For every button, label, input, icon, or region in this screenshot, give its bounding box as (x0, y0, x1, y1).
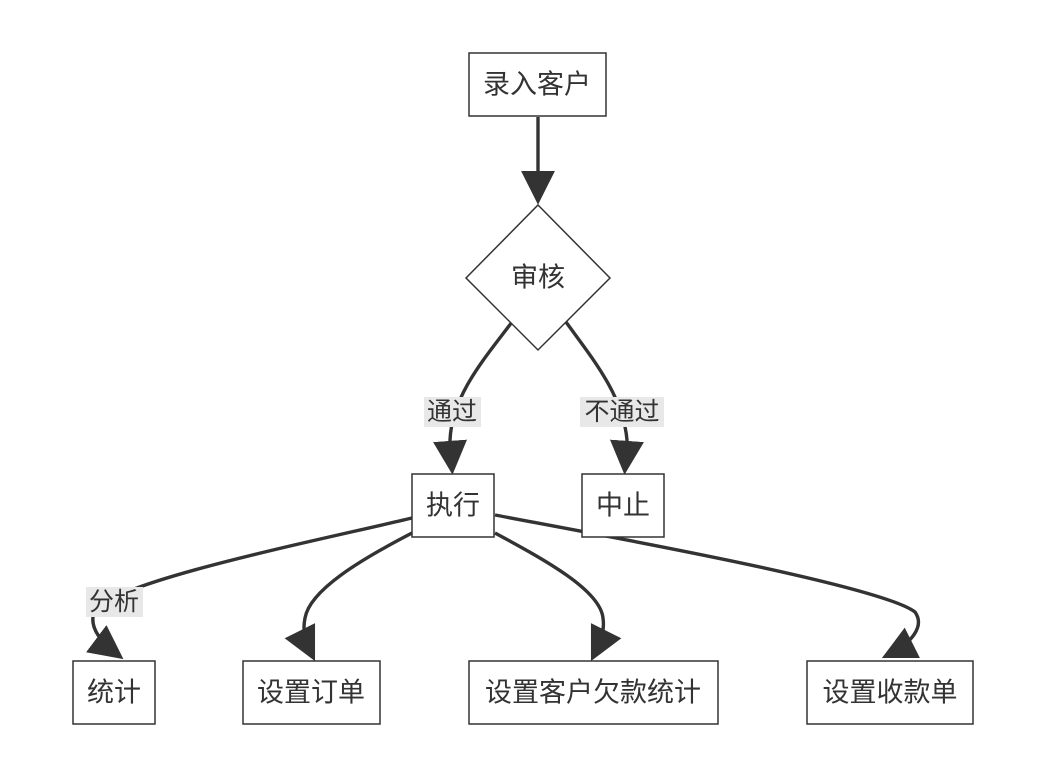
node-execute: 执行 (411, 473, 495, 538)
node-set-order-text: 设置订单 (257, 678, 365, 709)
edge-review-to-stop (564, 321, 644, 475)
edge-label-analyze: 分析 (86, 587, 143, 617)
edge-label-pass: 通过 (424, 397, 481, 427)
edge-execute-to-set-debt-stats (494, 531, 622, 662)
node-entry: 录入客户 (468, 52, 607, 117)
edge-label-analyze-text: 分析 (89, 587, 139, 616)
edge-execute-to-stats (86, 516, 413, 660)
node-review-decision: 审核 (464, 203, 612, 352)
edge-execute-to-set-order (284, 531, 413, 662)
node-stats-text: 统计 (87, 678, 141, 709)
edge-label-fail: 不通过 (580, 397, 664, 427)
edge-execute-to-set-receipt (494, 513, 921, 659)
edge-label-pass-text: 通过 (427, 397, 477, 426)
node-set-order: 设置订单 (242, 660, 381, 725)
node-set-debt-stats-text: 设置客户欠款统计 (485, 678, 701, 709)
edge-label-fail-text: 不通过 (584, 397, 659, 426)
node-stats: 统计 (72, 660, 156, 725)
node-set-receipt-text: 设置收款单 (823, 678, 958, 709)
node-stop-text: 中止 (596, 491, 650, 522)
node-review-text: 审核 (511, 263, 565, 294)
node-entry-text: 录入客户 (483, 70, 591, 101)
node-set-receipt: 设置收款单 (806, 660, 974, 725)
node-execute-text: 执行 (426, 491, 480, 522)
node-stop: 中止 (581, 473, 665, 538)
node-set-debt-stats: 设置客户欠款统计 (468, 660, 719, 725)
edge-review-to-execute (433, 320, 514, 475)
